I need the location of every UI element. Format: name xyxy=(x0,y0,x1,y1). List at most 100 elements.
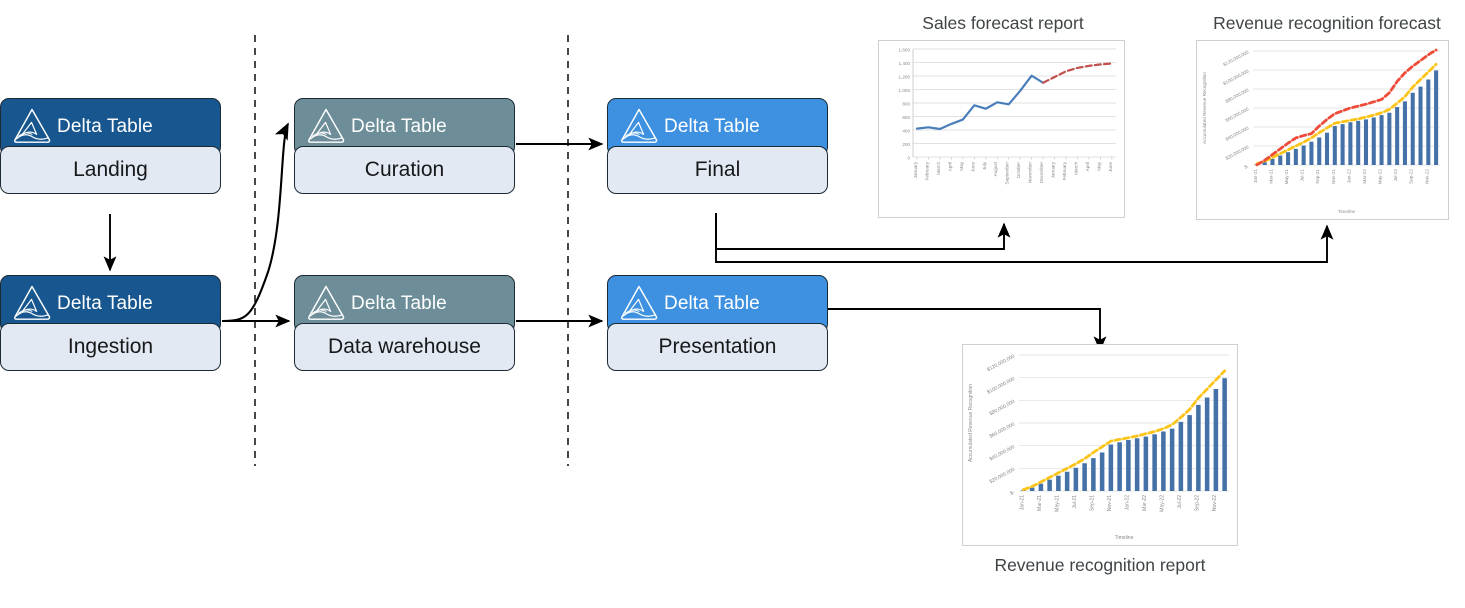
node-final[interactable]: Delta Table Final xyxy=(607,98,828,194)
connector-final-to-sales-forecast xyxy=(715,213,1011,250)
svg-text:Mar-21: Mar-21 xyxy=(1037,495,1043,511)
svg-text:$120,000,000: $120,000,000 xyxy=(986,353,1016,373)
chart-frame-revenue-report: $- $20,000,000 $40,000,000 $60,000,000 $80,0… xyxy=(962,344,1238,546)
svg-text:400: 400 xyxy=(902,128,910,133)
svg-text:Sep-21: Sep-21 xyxy=(1089,495,1095,511)
node-final-label: Final xyxy=(607,146,828,194)
svg-text:Sep-22: Sep-22 xyxy=(1194,495,1200,511)
svg-text:April: April xyxy=(1085,162,1090,171)
svg-text:$40,000,000: $40,000,000 xyxy=(989,444,1017,462)
delta-lake-logo xyxy=(621,108,658,143)
delta-lake-logo xyxy=(308,108,345,143)
svg-text:February: February xyxy=(924,161,929,180)
node-ingestion-label: Ingestion xyxy=(0,323,221,371)
delta-lake-logo xyxy=(308,285,345,320)
svg-text:May: May xyxy=(1096,161,1101,170)
node-datawarehouse-head-label: Delta Table xyxy=(351,293,447,314)
delta-lake-logo xyxy=(14,285,51,320)
node-curation-head-label: Delta Table xyxy=(351,116,447,137)
svg-text:August: August xyxy=(993,161,998,176)
svg-text:January: January xyxy=(913,161,918,178)
svg-text:Jan-21: Jan-21 xyxy=(1019,495,1025,511)
chart-title-revenue-forecast: Revenue recognition forecast xyxy=(1213,13,1441,33)
svg-text:Jan-22: Jan-22 xyxy=(1124,495,1130,511)
sales-forecast-plot: 02004006008001,0001,2001,4001,600January… xyxy=(899,47,1116,185)
svg-text:Nov-22: Nov-22 xyxy=(1212,495,1218,511)
svg-text:0: 0 xyxy=(907,155,910,160)
svg-text:Timeline: Timeline xyxy=(1338,209,1356,214)
svg-text:Mar-22: Mar-22 xyxy=(1142,495,1148,511)
delta-lake-logo xyxy=(14,108,51,143)
node-landing-head-label: Delta Table xyxy=(57,116,153,137)
svg-text:January: January xyxy=(1051,161,1056,178)
svg-text:$20,000,000: $20,000,000 xyxy=(989,467,1017,485)
svg-text:Mar-21: Mar-21 xyxy=(1268,169,1273,184)
svg-text:Jan-21: Jan-21 xyxy=(1253,169,1258,183)
connector-ingestion-to-curation xyxy=(221,122,289,323)
svg-text:July: July xyxy=(982,161,987,170)
svg-text:600: 600 xyxy=(902,115,910,120)
node-datawarehouse[interactable]: Delta Table Data warehouse xyxy=(294,275,515,371)
svg-text:November: November xyxy=(1028,162,1033,184)
svg-text:May: May xyxy=(959,161,964,170)
chart-frame-revenue-forecast: $-$20,000,000$40,000,000$60,000,000$80,0… xyxy=(1196,40,1449,220)
svg-text:Jul-21: Jul-21 xyxy=(1072,495,1078,509)
svg-text:Accumulated Revenue Recognitio: Accumulated Revenue Recognition xyxy=(1202,72,1207,144)
svg-text:1,200: 1,200 xyxy=(899,74,911,79)
svg-text:May-22: May-22 xyxy=(1159,495,1165,512)
svg-text:$100,000,000: $100,000,000 xyxy=(986,376,1016,396)
svg-text:September: September xyxy=(1005,162,1010,185)
node-curation[interactable]: Delta Table Curation xyxy=(294,98,515,194)
chart-title-revenue-report: Revenue recognition report xyxy=(994,555,1206,575)
svg-text:800: 800 xyxy=(902,101,910,106)
svg-text:May-21: May-21 xyxy=(1284,169,1289,185)
chart-card-revenue-report[interactable]: $- $20,000,000 $40,000,000 $60,000,000 $80,0… xyxy=(962,344,1238,576)
svg-text:$40,000,000: $40,000,000 xyxy=(1225,125,1250,142)
svg-text:December: December xyxy=(1039,162,1044,184)
svg-text:February: February xyxy=(1062,161,1067,180)
revenue-report-plot: $- $20,000,000 $40,000,000 $60,000,000 $80,0… xyxy=(968,353,1229,541)
svg-text:Jul-22: Jul-22 xyxy=(1393,169,1398,182)
svg-text:March: March xyxy=(1073,162,1078,175)
svg-text:$60,000,000: $60,000,000 xyxy=(989,421,1017,439)
svg-text:Mar-22: Mar-22 xyxy=(1362,169,1367,184)
node-presentation-head-label: Delta Table xyxy=(664,293,760,314)
svg-text:March: March xyxy=(936,162,941,175)
svg-text:Nov-22: Nov-22 xyxy=(1424,169,1429,184)
svg-text:Accumulated Revenue Recognitio: Accumulated Revenue Recognition xyxy=(968,384,974,462)
node-presentation[interactable]: Delta Table Presentation xyxy=(607,275,828,371)
svg-text:May-21: May-21 xyxy=(1054,495,1060,512)
svg-text:April: April xyxy=(947,162,952,171)
svg-text:200: 200 xyxy=(902,142,910,147)
node-landing[interactable]: Delta Table Landing xyxy=(0,98,221,194)
svg-text:$100,000,000: $100,000,000 xyxy=(1222,68,1250,86)
svg-text:October: October xyxy=(1016,162,1021,179)
revenue-forecast-plot: $-$20,000,000$40,000,000$60,000,000$80,0… xyxy=(1202,48,1440,214)
chart-card-revenue-forecast[interactable]: Revenue recognition forecast $-$20,000,0… xyxy=(1196,12,1458,220)
svg-text:$60,000,000: $60,000,000 xyxy=(1225,106,1250,123)
node-landing-label: Landing xyxy=(0,146,221,194)
svg-text:$-: $- xyxy=(1009,489,1016,497)
node-datawarehouse-label: Data warehouse xyxy=(294,323,515,371)
svg-text:1,400: 1,400 xyxy=(899,61,911,66)
svg-text:Nov-21: Nov-21 xyxy=(1107,495,1113,511)
node-ingestion-head-label: Delta Table xyxy=(57,293,153,314)
svg-text:1,600: 1,600 xyxy=(899,47,911,52)
svg-text:Nov-21: Nov-21 xyxy=(1331,169,1336,184)
node-curation-label: Curation xyxy=(294,146,515,194)
svg-text:Sep-21: Sep-21 xyxy=(1315,169,1320,184)
svg-text:$80,000,000: $80,000,000 xyxy=(989,399,1017,417)
svg-text:May-22: May-22 xyxy=(1378,169,1383,185)
svg-text:Jul-22: Jul-22 xyxy=(1177,495,1183,509)
connector-final-to-revenue-forecast xyxy=(715,213,1334,263)
svg-text:June: June xyxy=(970,162,975,172)
node-presentation-label: Presentation xyxy=(607,323,828,371)
node-final-head-label: Delta Table xyxy=(664,116,760,137)
svg-text:Sep-22: Sep-22 xyxy=(1409,169,1414,184)
node-ingestion[interactable]: Delta Table Ingestion xyxy=(0,275,221,371)
svg-text:$20,000,000: $20,000,000 xyxy=(1225,144,1250,161)
